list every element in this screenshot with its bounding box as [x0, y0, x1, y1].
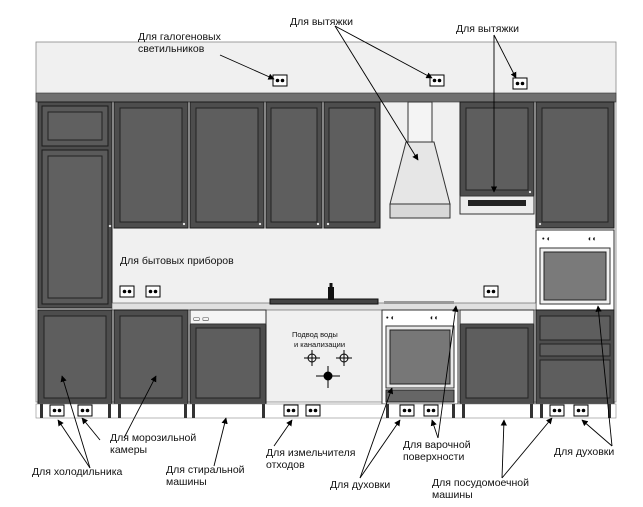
label-cooktop-2: поверхности	[403, 451, 464, 463]
label-disposer-1: Для измельчителя	[266, 447, 355, 459]
label-washer-1: Для стиральной	[166, 464, 245, 476]
bottle-cap	[329, 283, 333, 288]
label-fridge: Для холодильника	[32, 466, 123, 478]
cabinet-legs	[40, 404, 611, 418]
upper-cabinet-2	[189, 101, 265, 229]
center-oven: • ◐ ◐◐	[381, 309, 459, 405]
double-socket-icon	[119, 285, 135, 298]
upper-cabinet-1	[113, 101, 189, 229]
double-socket-icon	[429, 74, 445, 87]
label-halogen-2: светильников	[138, 43, 205, 55]
label-hood-center: Для вытяжки	[290, 16, 353, 28]
double-socket-icon	[512, 77, 528, 90]
label-freezer-1: Для морозильной	[110, 432, 196, 444]
upper-built-in-oven: • ◐ ◐◐	[535, 229, 615, 311]
label-cooktop-1: Для варочной	[403, 439, 471, 451]
svg-text:• ◐: • ◐	[386, 313, 395, 322]
double-socket-icon	[77, 404, 93, 417]
label-washer-2: машины	[166, 476, 207, 488]
washer-cabinet: ▭ ▭	[189, 309, 267, 405]
cabinet-knobs	[108, 190, 542, 228]
label-halogen-1: Для галогеновых	[138, 31, 222, 43]
sockets-group	[49, 74, 589, 417]
double-socket-icon	[49, 404, 65, 417]
double-socket-icon	[399, 404, 415, 417]
double-socket-icon	[549, 404, 565, 417]
lower-cabinet-2	[113, 309, 189, 405]
bottle	[328, 287, 334, 300]
label-freezer-2: камеры	[110, 444, 147, 456]
label-water-1: Подвод воды	[292, 330, 338, 339]
plinth	[35, 403, 617, 419]
freezer-cabinet	[37, 309, 113, 405]
svg-text:◐◐: ◐◐	[430, 313, 439, 322]
double-socket-icon	[423, 404, 439, 417]
upper-cabinet-4	[323, 101, 381, 229]
ceiling-cornice	[35, 92, 617, 103]
label-dishwasher-2: машины	[432, 489, 473, 501]
chimney-hood	[389, 101, 451, 219]
hob-glass	[269, 298, 379, 305]
label-appliances: Для бытовых приборов	[120, 255, 234, 267]
drawer-column-right	[535, 309, 615, 405]
double-socket-icon	[145, 285, 161, 298]
double-socket-icon	[272, 74, 288, 87]
upper-cabinet-over-hood	[459, 101, 535, 197]
label-oven-center: Для духовки	[330, 479, 390, 491]
label-dishwasher-1: Для посудомоечной	[432, 477, 529, 489]
upper-cabinet-right	[535, 101, 615, 229]
fridge-upper-panel	[47, 111, 103, 141]
pipe-connection-icon	[304, 350, 352, 388]
label-oven-right: Для духовки	[554, 446, 614, 458]
dishwasher-cabinet	[459, 309, 535, 405]
svg-text:◐◐: ◐◐	[588, 234, 597, 243]
svg-text:▭ ▭: ▭ ▭	[193, 314, 209, 323]
arrows	[57, 25, 613, 479]
svg-text:• ◐: • ◐	[542, 234, 551, 243]
label-disposer-2: отходов	[266, 459, 305, 471]
double-socket-icon	[483, 285, 499, 298]
double-socket-icon	[283, 404, 299, 417]
fridge-main-panel	[47, 155, 103, 299]
double-socket-icon	[573, 404, 589, 417]
built-in-hood	[459, 195, 535, 215]
hob-glass-right	[384, 301, 454, 304]
upper-cabinet-3	[265, 101, 323, 229]
double-socket-icon	[305, 404, 321, 417]
label-hood-right: Для вытяжки	[456, 23, 519, 35]
label-water-2: и канализации	[294, 340, 345, 349]
